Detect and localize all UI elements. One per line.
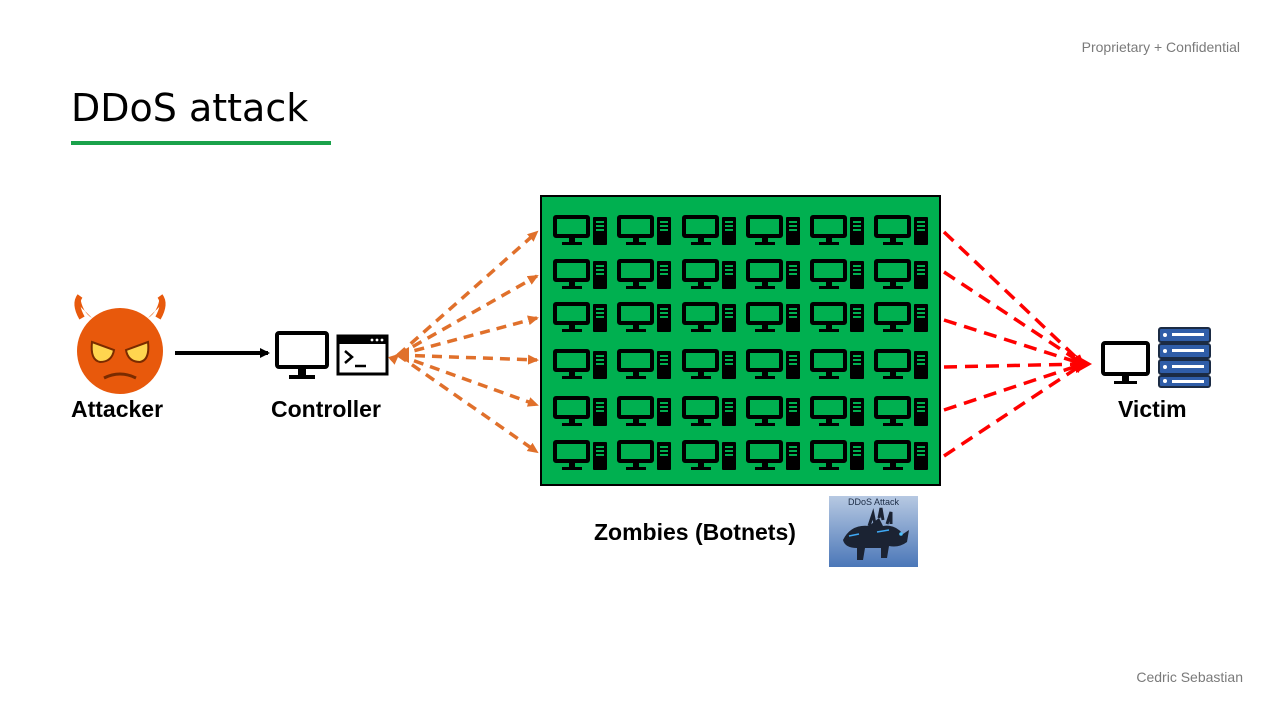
attacker-label: Attacker: [71, 396, 164, 422]
controller-to-zombies-arrows: [387, 230, 539, 454]
thumbnail-caption: DDoS Attack: [847, 497, 900, 507]
monitor-icon: [1101, 341, 1150, 384]
ddos-thumbnail-image: DDoS Attack: [829, 496, 918, 567]
zombies-box: [540, 195, 941, 486]
zombies-label: Zombies (Botnets): [594, 519, 796, 545]
monitor-icon: [275, 331, 329, 379]
devil-face-icon: [74, 294, 166, 394]
terminal-window-icon: [336, 334, 389, 376]
server-rack-icon: [1158, 327, 1211, 388]
controller-arrow-tip: [395, 347, 409, 363]
victim-arrow-tip: [1076, 355, 1092, 373]
slide-title: DDoS attack: [71, 86, 309, 130]
victim-label: Victim: [1118, 396, 1187, 422]
controller-label: Controller: [271, 396, 381, 422]
author-label: Cedric Sebastian: [1136, 669, 1243, 685]
zombies-to-victim-arrows: [942, 230, 1085, 458]
confidential-label: Proprietary + Confidential: [1081, 39, 1240, 55]
title-underline: [71, 141, 331, 145]
